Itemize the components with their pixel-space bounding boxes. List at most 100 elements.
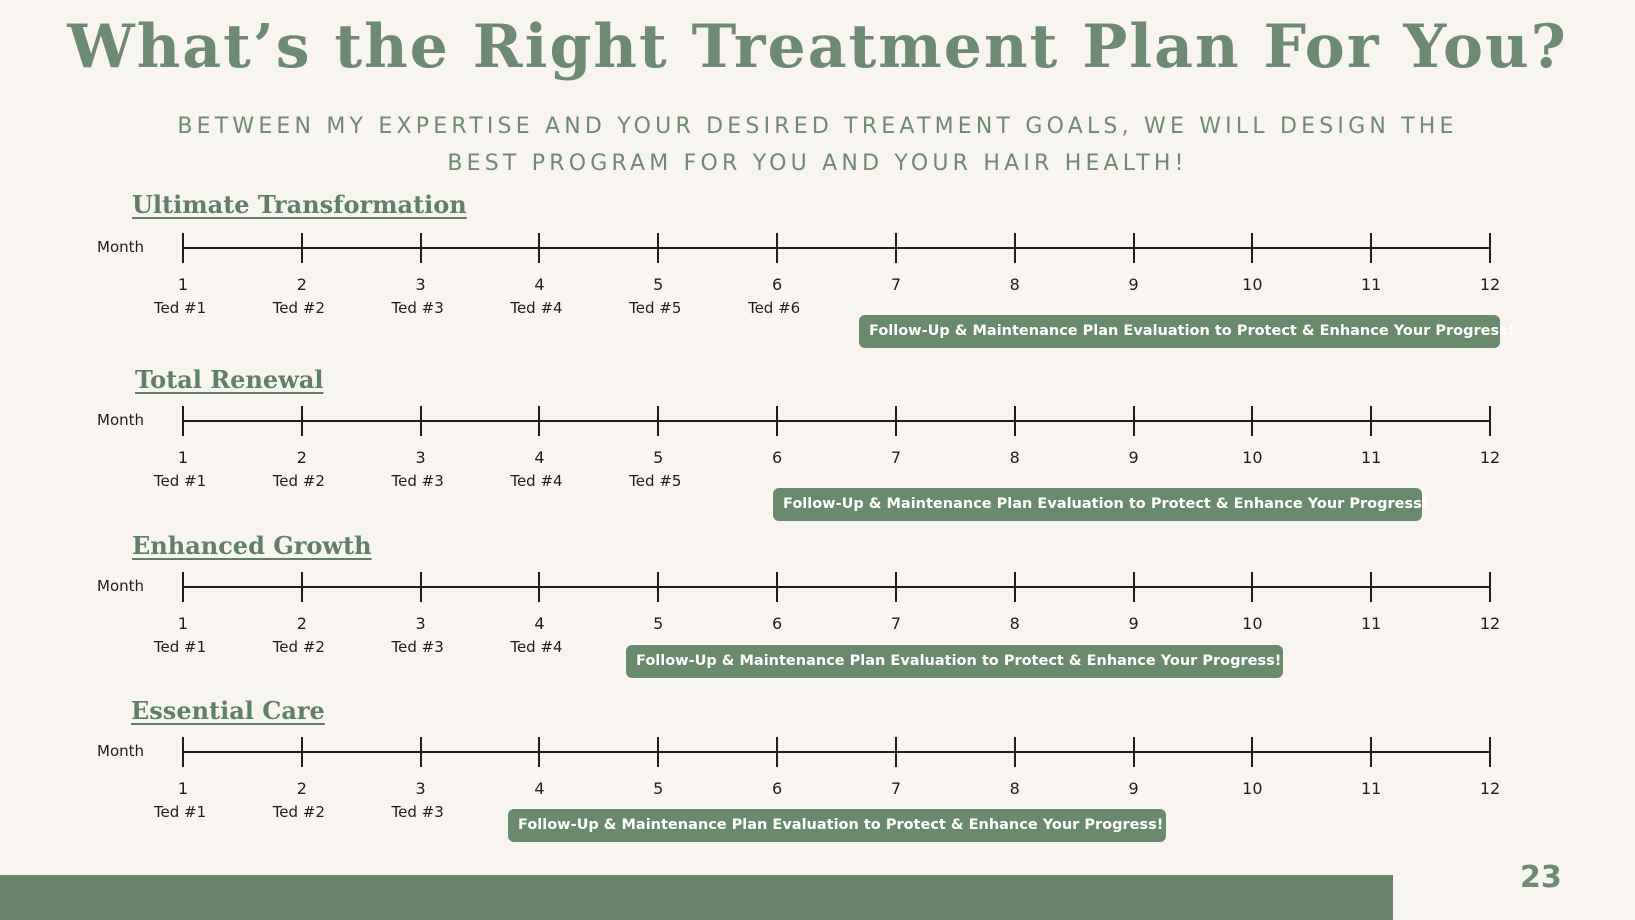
month-tick-label: 11: [1360, 614, 1382, 633]
month-tick-label: 2: [296, 448, 307, 467]
month-tick-label: 9: [1128, 614, 1139, 633]
plan-title: Essential Care: [131, 696, 325, 725]
timeline-axis: [183, 586, 1490, 588]
session-label: Ted #3: [391, 638, 444, 656]
month-tick-label: 6: [771, 448, 783, 467]
timeline-axis: [183, 247, 1490, 249]
timeline-tick: [1489, 737, 1491, 767]
timeline-tick: [1370, 406, 1373, 436]
session-label: Ted #5: [629, 472, 682, 490]
session-label: Ted #4: [510, 638, 563, 656]
timeline-tick: [1251, 737, 1254, 767]
timeline-tick: [894, 406, 897, 436]
timeline-tick: [1370, 737, 1373, 767]
month-tick-label: 5: [653, 779, 664, 798]
timeline-tick: [419, 737, 422, 767]
timeline-tick: [776, 572, 779, 602]
timeline-tick: [1251, 406, 1254, 436]
month-tick-label: 3: [415, 779, 426, 798]
timeline-tick: [894, 737, 897, 767]
month-tick-label: 11: [1360, 275, 1382, 294]
session-label: Ted #1: [153, 299, 207, 317]
timeline-tick: [657, 572, 660, 602]
month-tick-label: 11: [1360, 779, 1382, 798]
month-tick-label: 12: [1479, 614, 1501, 633]
timeline-tick: [538, 233, 541, 263]
month-tick-label: 5: [653, 275, 664, 294]
timeline-tick: [1489, 233, 1491, 263]
month-axis-label: Month: [97, 238, 145, 256]
timeline-tick: [776, 737, 779, 767]
month-tick-label: 8: [1009, 275, 1020, 294]
month-tick-label: 10: [1242, 779, 1263, 798]
month-tick-label: 10: [1242, 614, 1263, 633]
timeline-tick: [657, 233, 660, 263]
timeline-tick: [419, 572, 422, 602]
month-tick-label: 1: [177, 779, 189, 798]
session-label: Ted #2: [272, 803, 325, 821]
timeline-tick: [182, 737, 184, 767]
timeline-tick: [894, 572, 897, 602]
timeline-tick: [894, 233, 897, 263]
timeline-tick: [182, 572, 184, 602]
month-axis-label: Month: [97, 742, 145, 760]
timeline-tick: [657, 737, 660, 767]
timeline-tick: [300, 406, 303, 436]
month-tick-label: 4: [534, 614, 545, 633]
timeline-tick: [1013, 572, 1016, 602]
session-label: Ted #2: [272, 299, 325, 317]
session-label: Ted #2: [272, 638, 325, 656]
timeline-tick: [1489, 406, 1491, 436]
timeline-tick: [1132, 572, 1135, 602]
session-label: Ted #3: [391, 299, 444, 317]
timeline-tick: [1132, 233, 1135, 263]
month-tick-label: 3: [415, 275, 426, 294]
session-label: Ted #5: [629, 299, 682, 317]
session-label: Ted #1: [153, 472, 207, 490]
timeline-tick: [419, 406, 422, 436]
month-tick-label: 7: [890, 779, 901, 798]
month-tick-label: 11: [1360, 448, 1382, 467]
month-tick-label: 8: [1009, 448, 1020, 467]
timeline-axis: [183, 751, 1490, 753]
timeline-tick: [776, 406, 779, 436]
timeline-tick: [1132, 406, 1135, 436]
timeline-axis: [183, 420, 1490, 422]
session-label: Ted #3: [391, 472, 444, 490]
session-label: Ted #6: [747, 299, 801, 317]
month-tick-label: 3: [415, 614, 426, 633]
timeline-tick: [1370, 233, 1373, 263]
footer-bar: [0, 875, 1393, 920]
timeline-tick: [776, 233, 779, 263]
timeline-tick: [1132, 737, 1135, 767]
page-number: 23: [1520, 860, 1562, 895]
timeline-tick: [1013, 737, 1016, 767]
followup-badge: Follow-Up & Maintenance Plan Evaluation …: [773, 488, 1428, 521]
followup-badge: Follow-Up & Maintenance Plan Evaluation …: [626, 645, 1283, 678]
month-axis-label: Month: [97, 411, 145, 429]
month-tick-label: 4: [534, 779, 545, 798]
timeline-tick: [182, 406, 184, 436]
timeline-tick: [300, 233, 303, 263]
session-label: Ted #1: [153, 803, 207, 821]
session-label: Ted #4: [510, 299, 563, 317]
month-tick-label: 10: [1242, 275, 1263, 294]
month-tick-label: 4: [534, 275, 545, 294]
timeline-tick: [538, 406, 541, 436]
page-subtitle: BETWEEN MY EXPERTISE AND YOUR DESIRED TR…: [177, 114, 1458, 176]
timeline-tick: [1489, 572, 1491, 602]
followup-badge: Follow-Up & Maintenance Plan Evaluation …: [508, 809, 1166, 842]
month-axis-label: Month: [97, 577, 145, 595]
month-tick-label: 6: [771, 779, 783, 798]
month-tick-label: 12: [1479, 275, 1501, 294]
month-tick-label: 4: [534, 448, 545, 467]
timeline-tick: [538, 572, 541, 602]
timeline-tick: [538, 737, 541, 767]
session-label: Ted #3: [391, 803, 444, 821]
timeline-tick: [419, 233, 422, 263]
month-tick-label: 1: [177, 448, 189, 467]
month-tick-label: 3: [415, 448, 426, 467]
plan-title: Enhanced Growth: [132, 531, 372, 560]
month-tick-label: 9: [1128, 779, 1139, 798]
month-tick-label: 2: [296, 779, 307, 798]
